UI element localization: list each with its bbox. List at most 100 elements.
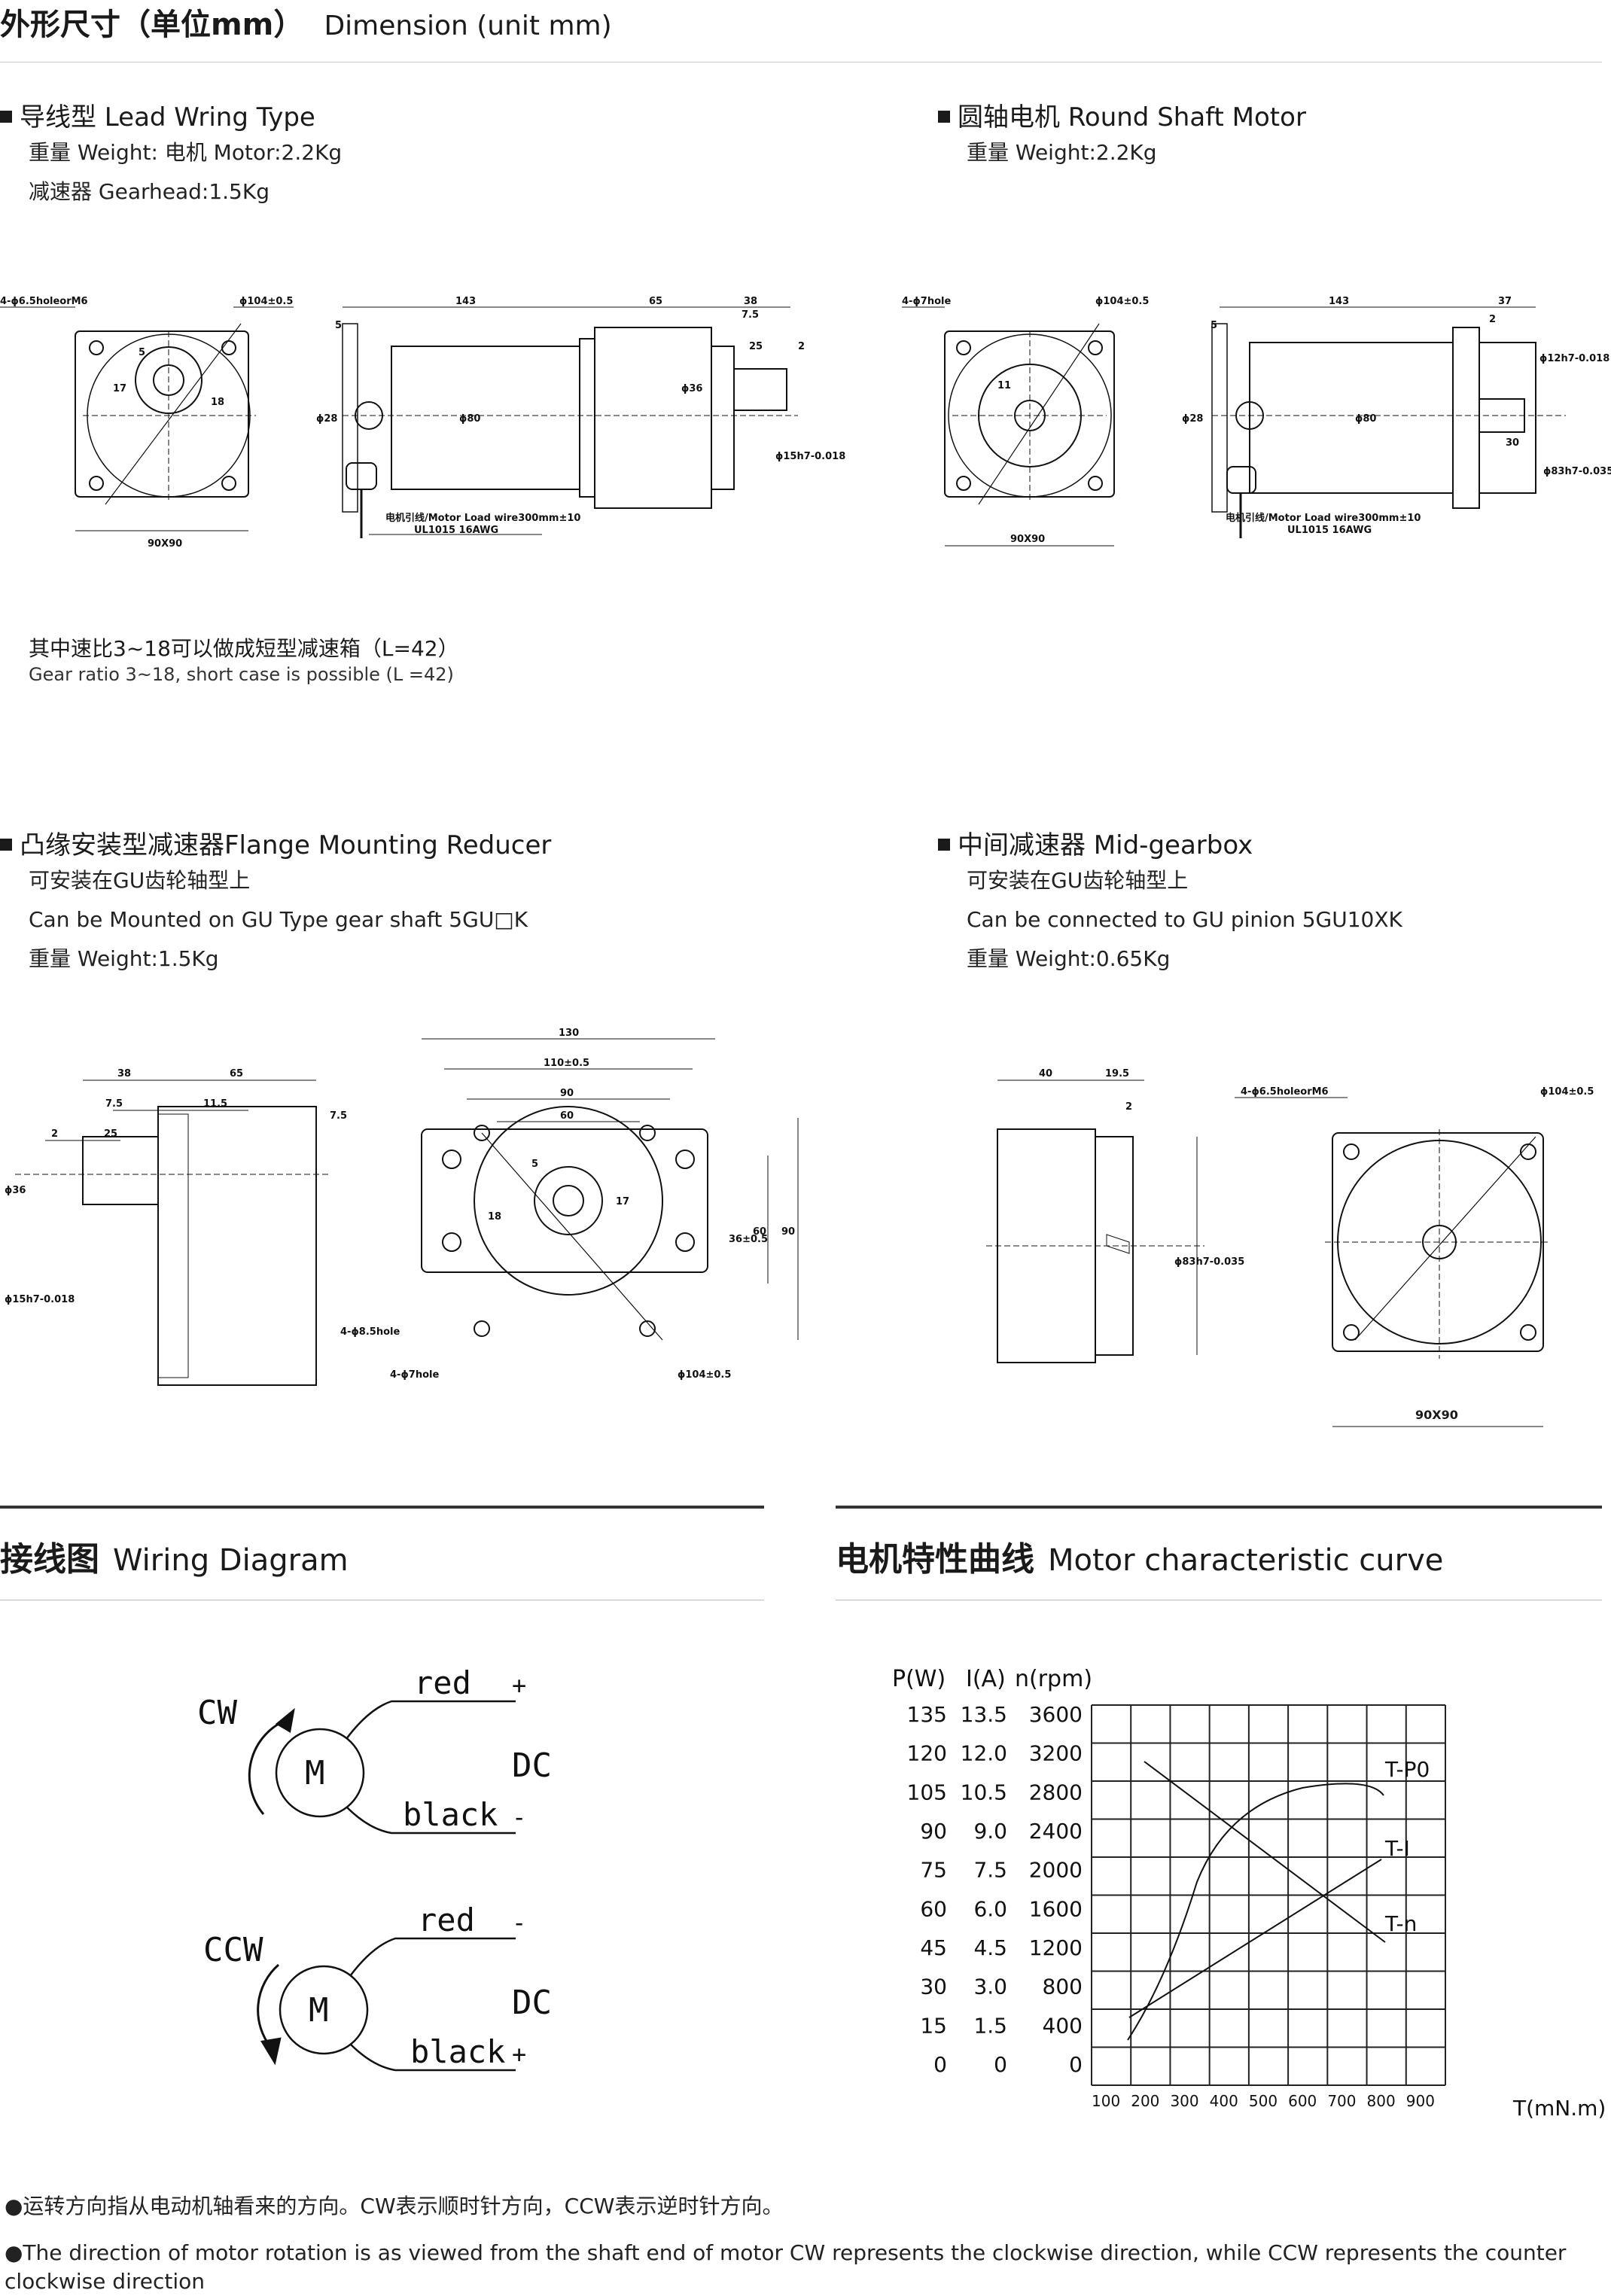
lead-side-view [342,306,798,538]
wiring-heading-cn: 接线图 [0,1540,99,1579]
ccw-top-sign: - [512,1908,526,1937]
n-tick: 1200 [1029,1935,1083,1960]
flange-line2: Can be Mounted on GU Type gear shaft 5GU… [29,907,528,932]
section-flange: 凸缘安装型减速器Flange Mounting Reducer 可安装在GU齿轮… [0,824,551,979]
round-holes-label: 4-ϕ7hole [902,296,951,307]
section-mid: 中间减速器 Mid-gearbox 可安装在GU齿轮轴型上 Can be con… [938,824,1402,979]
n-tick: 400 [1043,2013,1083,2038]
p-tick: 30 [920,1975,947,1999]
lead-w5: 5 [139,347,145,358]
lead-l2: 2 [798,341,805,352]
n-tick: 2400 [1029,1819,1083,1844]
cw-bottom-wire: black [403,1796,498,1833]
p-tick: 75 [920,1858,947,1883]
flange-side-view [15,1079,331,1386]
flange-h17: 17 [616,1196,629,1207]
lead-holes-label: 4-ϕ6.5holeorM6 [0,296,88,307]
curve-heading-cn: 电机特性曲线 [836,1540,1034,1579]
col-header-i: I(A) [966,1666,1006,1692]
cw-motor: M [305,1754,325,1792]
x-tick: 400 [1210,2092,1238,2110]
i-tick: 1.5 [973,2013,1007,2038]
flange-l75a: 7.5 [105,1098,123,1110]
x-tick: 500 [1249,2092,1278,2110]
flange-line1: 可安装在GU齿轮轴型上 [29,868,251,893]
lead-pcd-label: ϕ104±0.5 [239,296,293,307]
round-l2: 2 [1489,314,1496,325]
drawing-middle-row: 38 65 7.5 11.5 7.5 2 25 ϕ36 ϕ15h7-0.018 … [5,1028,1594,1427]
round-l5: 5 [1211,320,1217,331]
cw-circuit [248,1700,516,1835]
x-tick: 700 [1327,2092,1356,2110]
cw-bottom-sign: - [512,1803,526,1832]
lead-heading: 导线型 Lead Wring Type [20,102,315,132]
curve-t-i [1128,1859,1382,2018]
mid-pcd: ϕ104±0.5 [1540,1086,1594,1098]
note-en: ●The direction of motor rotation is as v… [5,2240,1567,2294]
i-tick: 9.0 [973,1819,1007,1844]
lead-l65: 65 [649,296,662,307]
note-cn: ●运转方向指从电动机轴看来的方向。CW表示顺时针方向，CCW表示逆时针方向。 [5,2194,784,2218]
gear-note: 其中速比3~18可以做成短型减速箱（L=42） Gear ratio 3~18,… [29,634,459,685]
i-tick: 12.0 [961,1741,1007,1766]
flange-d36: ϕ36 [5,1185,26,1196]
round-v11: 11 [997,380,1011,391]
lead-l25: 25 [749,341,763,352]
ccw-top-wire: red [418,1902,475,1938]
gear-note-cn: 其中速比3~18可以做成短型减速箱（L=42） [29,636,459,661]
i-tick: 13.5 [961,1702,1007,1727]
lead-box-label: 90X90 [148,538,182,550]
lead-wire2: UL1015 16AWG [414,525,498,536]
lead-front-view [0,306,294,531]
flange-l65: 65 [230,1068,243,1079]
n-tick: 0 [1069,2052,1083,2077]
flange-h18: 18 [488,1211,501,1223]
ccw-motor: M [309,1991,329,2030]
round-l143: 143 [1329,296,1349,307]
curve-t-n [1144,1761,1386,1943]
title-en: Dimension (unit mm) [324,11,612,41]
i-tick: 7.5 [973,1858,1007,1883]
ccw-bottom-sign: + [512,2040,526,2069]
n-tick: 2000 [1029,1858,1083,1883]
mid-weight: 重量 Weight:0.65Kg [967,946,1171,971]
x-axis-label: T(mN.m) [1512,2096,1606,2121]
mid-l195: 19.5 [1105,1068,1129,1079]
lead-wire1: 电机引线/Motor Load wire300mm±10 [385,512,580,524]
n-tick: 3600 [1029,1702,1083,1727]
x-tick: 800 [1367,2092,1396,2110]
p-tick: 90 [920,1819,947,1844]
p-tick: 45 [920,1935,947,1960]
lead-l143: 143 [455,296,476,307]
flange-h5: 5 [531,1159,538,1170]
i-tick: 6.0 [973,1896,1007,1921]
round-l30: 30 [1506,437,1519,449]
flange-holes1: 4-ϕ8.5hole [340,1326,400,1338]
label-t-p0: T-P0 [1384,1757,1430,1782]
wiring-diagram: CW M red black + - DC CCW M red black - … [197,1664,552,2072]
round-d83: ϕ83h7-0.035 [1543,466,1611,477]
cw-top-sign: + [512,1671,526,1700]
curve-rule [836,1506,1602,1509]
flange-l115: 11.5 [203,1098,227,1110]
n-tick: 1600 [1029,1896,1083,1921]
i-tick: 4.5 [973,1935,1007,1960]
gear-note-en: Gear ratio 3~18, short case is possible … [29,664,454,685]
drawing-top-row: 4-ϕ6.5holeorM6 ϕ104±0.5 17 18 5 90X90 14… [0,296,1611,550]
flange-l38: 38 [117,1068,131,1079]
flange-w110: 110±0.5 [544,1058,589,1069]
flange-h60: 60 [753,1226,766,1238]
x-tick: 900 [1406,2092,1435,2110]
curve-t-p0 [1127,1783,1384,2041]
lead-v18: 18 [211,397,224,408]
lead-d36: ϕ36 [681,383,702,394]
curve-lines [1127,1761,1386,2041]
round-front-view [902,306,1115,547]
mid-side-view [986,1079,1204,1363]
p-tick: 60 [920,1896,947,1921]
round-d28: ϕ28 [1182,413,1203,425]
i-tick: 10.5 [961,1780,1007,1804]
